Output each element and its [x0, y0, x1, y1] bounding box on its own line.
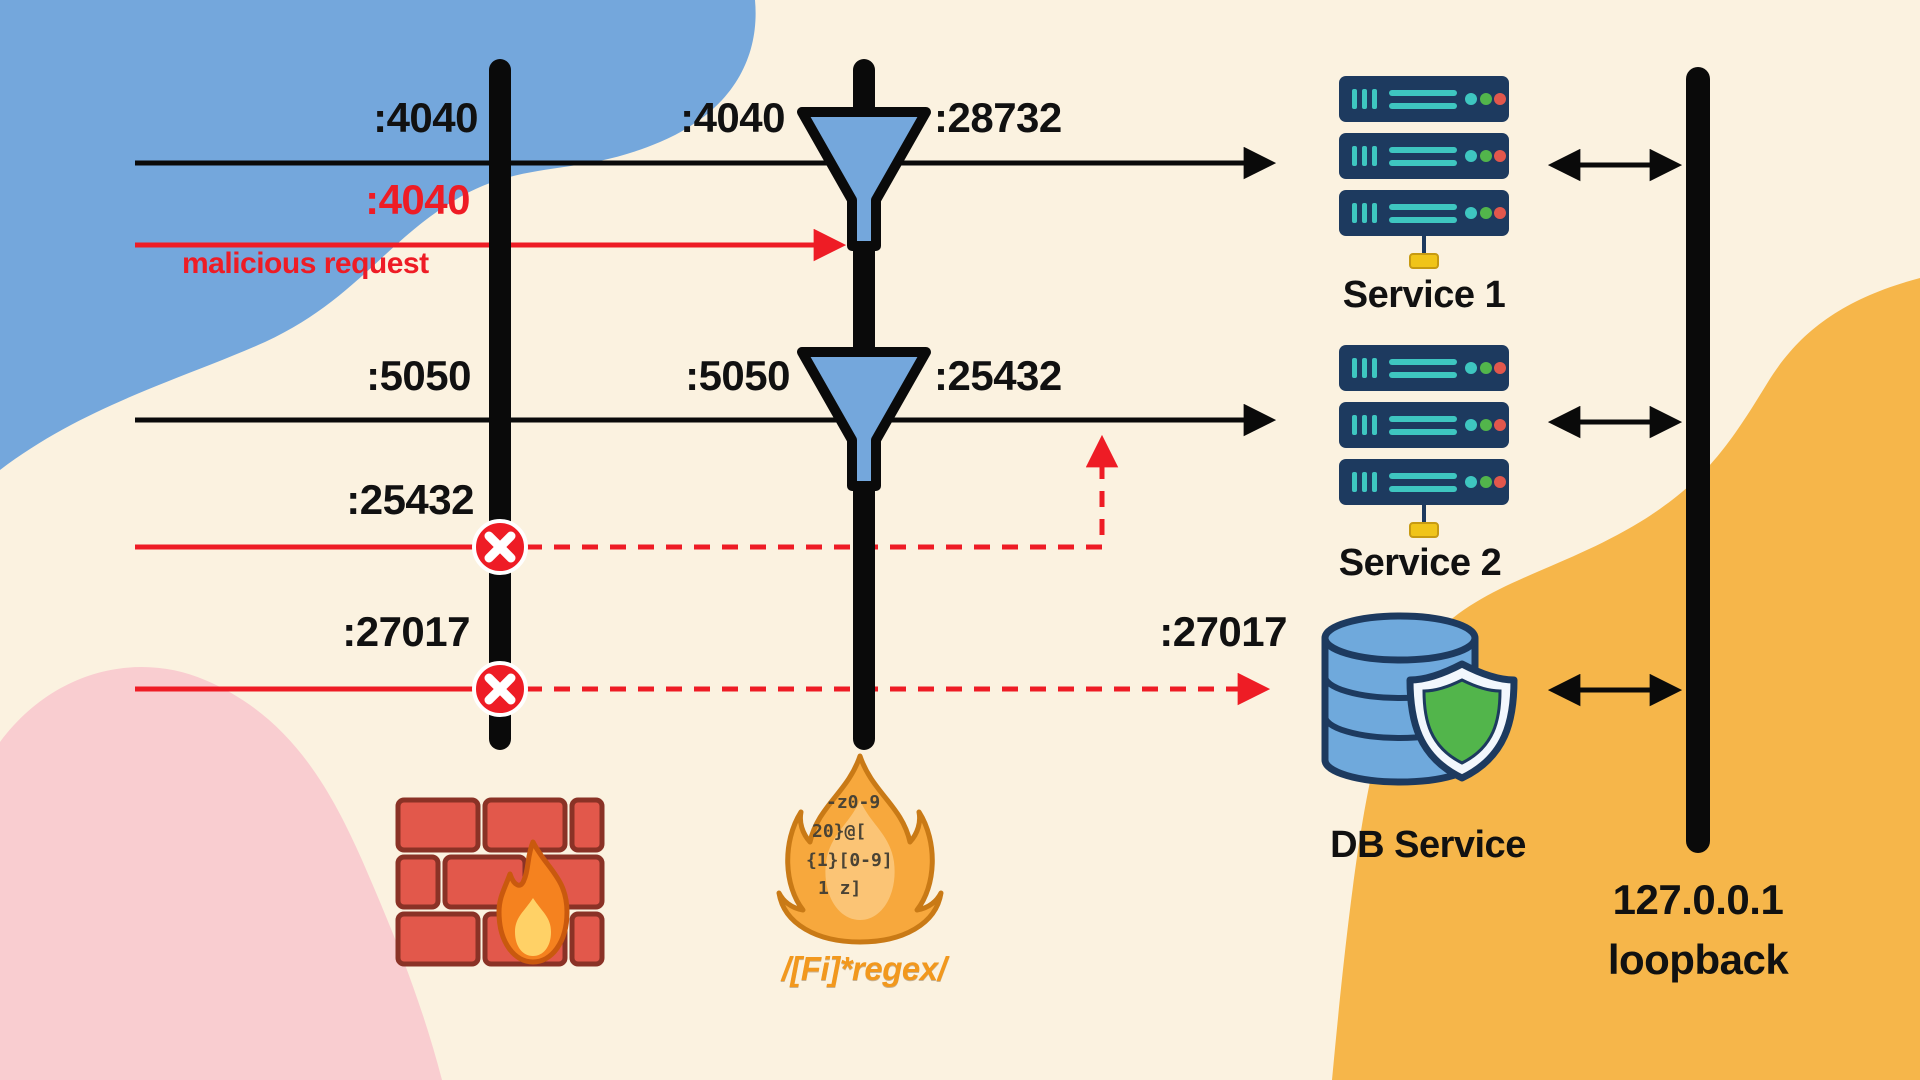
service1-label: Service 1: [1342, 274, 1506, 316]
funnel-filter-icon-5050: [797, 347, 931, 491]
flame-text-line-3: {1}[0-9]: [806, 850, 893, 871]
flame-text-line-4: 1 z]: [818, 878, 862, 899]
port-label-5050-external: :5050: [366, 352, 471, 399]
flame-text-line-1: -z0-9: [826, 792, 881, 813]
port-label-25432-blocked: :25432: [346, 476, 474, 523]
loopback-bar: [1686, 67, 1710, 853]
pink-blob-shape: [0, 667, 442, 1080]
server-stack-icon-service1: [1339, 76, 1509, 268]
service2-label: Service 2: [1338, 542, 1502, 584]
regex-filter-label: /[Fi]*regex/: [781, 950, 947, 987]
loopback-name-label: loopback: [1607, 936, 1789, 983]
funnel-filter-icon-4040: [797, 107, 931, 251]
port-label-25432-internal: :25432: [934, 352, 1062, 399]
flame-text-line-2: 20}@[: [812, 821, 867, 842]
shield-icon: [1406, 660, 1518, 782]
server-stack-icon-service2: [1339, 345, 1509, 537]
blocked-x-icon-27017: [472, 661, 528, 717]
port-label-5050-filtered: :5050: [685, 352, 790, 399]
blue-blob-shape: [0, 0, 756, 470]
db-service-label: DB Service: [1330, 824, 1526, 866]
port-label-4040-external: :4040: [373, 94, 478, 141]
port-label-27017-external: :27017: [342, 608, 470, 655]
port-label-4040-filtered: :4040: [680, 94, 785, 141]
malicious-request-label: malicious request: [182, 247, 429, 280]
port-label-27017-internal: :27017: [1159, 608, 1287, 655]
port-label-4040-malicious: :4040: [365, 176, 470, 223]
blocked-x-icon-25432: [472, 519, 528, 575]
firewall-brick-wall-icon: [395, 797, 605, 967]
firewall-bar: [489, 59, 511, 750]
blocked-25432-dashed-path: [526, 434, 1119, 550]
loopback-ip-label: 127.0.0.1: [1612, 876, 1784, 923]
port-label-28732-internal: :28732: [934, 94, 1062, 141]
regex-flame-icon: [776, 753, 944, 945]
